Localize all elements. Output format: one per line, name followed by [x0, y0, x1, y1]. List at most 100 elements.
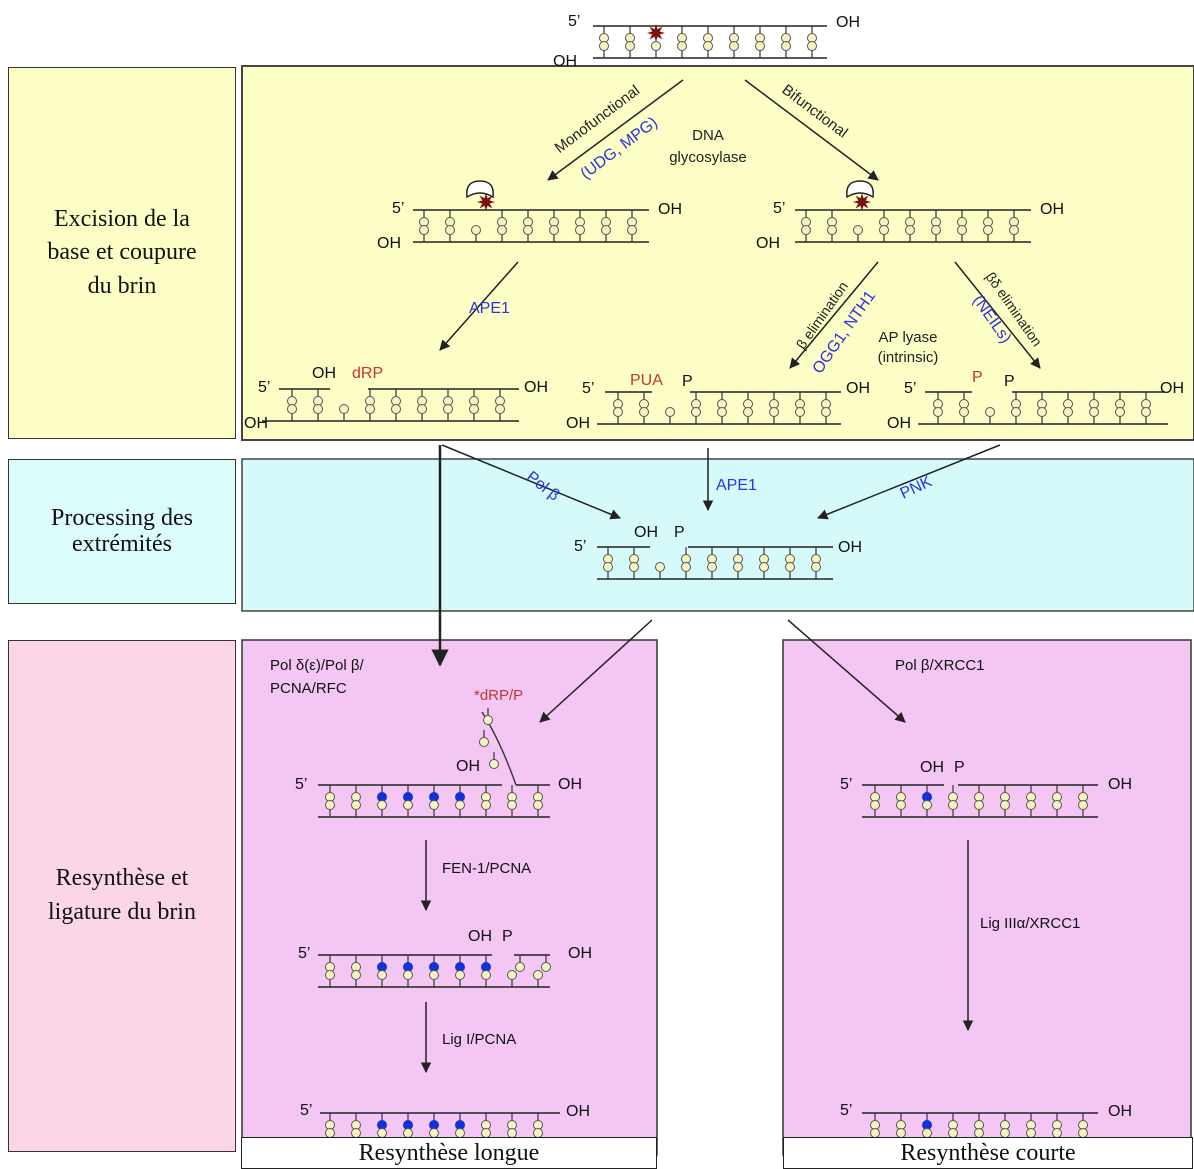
nucleotide [1026, 1113, 1036, 1130]
nucleotide [481, 800, 491, 817]
nucleotide [313, 389, 323, 406]
nucleotide [759, 562, 769, 579]
nucleotide [541, 955, 551, 972]
dna-ap-site-mono [413, 209, 649, 243]
arrow-to-long [539, 619, 653, 723]
nucleotide [769, 407, 779, 424]
nucleotide [681, 547, 691, 564]
five-prime-label: 5’ [904, 380, 916, 397]
nucleotide [733, 562, 743, 579]
nucleotide [1078, 800, 1088, 817]
nucleotide [896, 800, 906, 817]
nucleotide [1115, 407, 1125, 424]
oh-label: OH [558, 776, 582, 793]
arrow-to-short [787, 619, 906, 723]
label-fen1: FEN-1/PCNA [442, 860, 531, 877]
nucleotide [599, 41, 609, 58]
nucleotide [455, 970, 465, 987]
nucleotide [481, 955, 491, 972]
nucleotide [391, 404, 401, 421]
label-ap-lyase: AP lyase [879, 329, 938, 346]
oh-label: OH [568, 945, 592, 962]
nucleotide [827, 225, 837, 242]
nucleotide [481, 785, 491, 802]
label-ape1-processing: APE1 [716, 477, 757, 494]
label-intrinsic: (intrinsic) [878, 349, 939, 366]
nucleotide [639, 407, 649, 424]
nucleotide [599, 26, 609, 43]
lesion-icon [853, 193, 871, 211]
lesion-icon [477, 193, 495, 211]
nucleotide [691, 407, 701, 424]
nucleotide [629, 562, 639, 579]
nucleotide [821, 407, 831, 424]
nucleotide [827, 210, 837, 227]
dna-drp-product [262, 388, 519, 422]
oh-label: OH [553, 53, 577, 70]
footer-long-resynthesis: Resynthèse longue [241, 1137, 657, 1169]
arrow-ape1-top [439, 261, 519, 351]
nucleotide [627, 225, 637, 242]
nucleotide [1089, 407, 1099, 424]
nucleotide [717, 407, 727, 424]
nucleotide [729, 26, 739, 43]
nucleotide [351, 1113, 361, 1130]
nucleotide [325, 800, 335, 817]
nucleotide [957, 225, 967, 242]
nucleotide [974, 785, 984, 802]
five-prime-label: 5’ [568, 13, 580, 30]
excision-panel [241, 65, 1194, 441]
five-prime-label: 5’ [582, 380, 594, 397]
oh-label: OH [920, 759, 944, 776]
nucleotide [807, 41, 817, 58]
nucleotide [351, 800, 361, 817]
nucleotide [625, 26, 635, 43]
nucleotide [507, 970, 517, 987]
nucleotide [985, 407, 995, 424]
five-prime-label: 5’ [574, 538, 586, 555]
nucleotide [471, 225, 481, 242]
five-prime-label: 5’ [295, 776, 307, 793]
nucleotide [1000, 800, 1010, 817]
nucleotide [483, 708, 493, 725]
nucleotide [625, 41, 635, 58]
nucleotide [677, 26, 687, 43]
nucleotide [419, 225, 429, 242]
oh-label: OH [566, 1103, 590, 1120]
nucleotide [870, 800, 880, 817]
nucleotide [377, 1113, 387, 1130]
nucleotide [853, 225, 863, 242]
nucleotide [533, 800, 543, 817]
nucleotide [603, 562, 613, 579]
five-prime-label: 5’ [300, 1102, 312, 1119]
oh-label: OH [887, 415, 911, 432]
nucleotide [377, 800, 387, 817]
nucleotide [801, 225, 811, 242]
nucleotide [603, 547, 613, 564]
pua-label: PUA [630, 372, 663, 389]
nucleotide [974, 800, 984, 817]
nucleotide [443, 404, 453, 421]
oh-label: OH [524, 379, 548, 396]
nucleotide [1009, 225, 1019, 242]
nucleotide [729, 41, 739, 58]
nucleotide [879, 225, 889, 242]
nucleotide [743, 407, 753, 424]
nucleotide [1026, 800, 1036, 817]
nucleotide [905, 225, 915, 242]
nucleotide [429, 970, 439, 987]
nucleotide [325, 955, 335, 972]
label-lig3: Lig IIIα/XRCC1 [980, 915, 1080, 932]
oh-label: OH [1160, 380, 1184, 397]
nucleotide [417, 404, 427, 421]
oh-label: OH [244, 415, 268, 432]
five-prime-label: 5’ [392, 200, 404, 217]
nucleotide [515, 955, 525, 972]
p-label: P [674, 524, 685, 541]
oh-label: OH [756, 235, 780, 252]
nucleotide [601, 225, 611, 242]
resynthesis-short-panel [782, 639, 1192, 1156]
nucleotide [497, 225, 507, 242]
glycosylase-icon [846, 180, 874, 199]
